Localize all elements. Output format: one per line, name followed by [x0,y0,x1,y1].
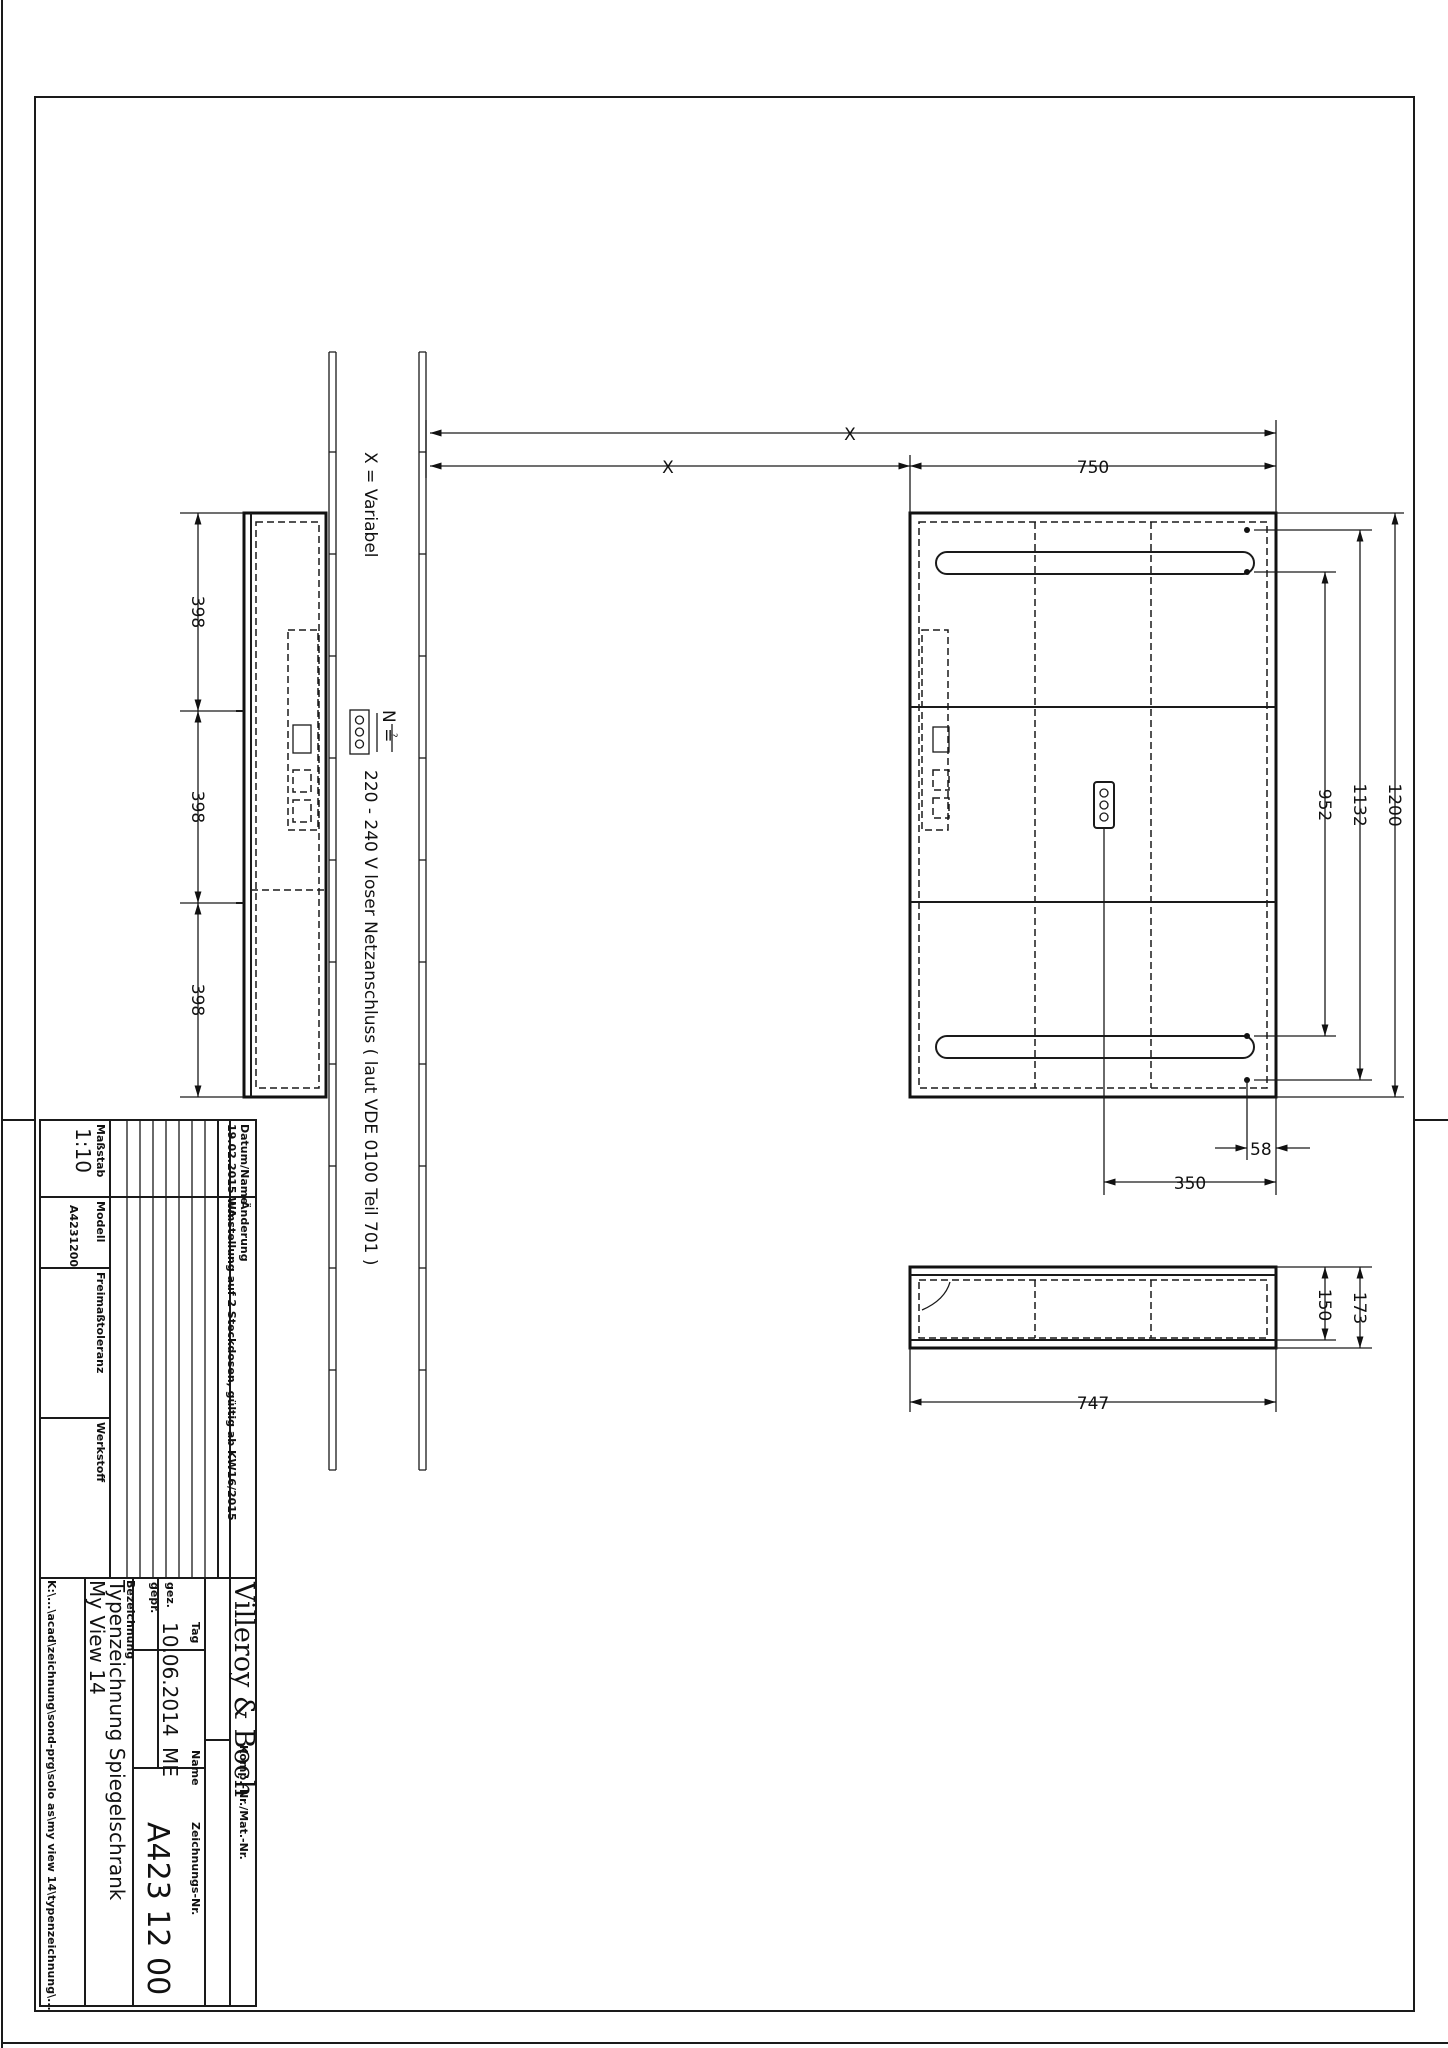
revision-date: 19.02.2015 WA [225,1124,238,1218]
top-view [908,1265,1372,1412]
dim-350: 350 [1174,1174,1206,1194]
dim-1132: 1132 [1349,783,1369,826]
front-view [425,420,1404,1195]
dim-398-a: 398 [187,596,207,628]
revision-block: Datum/Name Änderung 19.02.2015 WA Umstel… [39,1119,257,1579]
komp-label: Komp.-Nr./Mat.-Nr. [237,1745,250,1860]
variable-note: X = Variabel [360,452,380,558]
drawing-title-line1: Typenzeichnung Spiegelschrank [105,1579,129,1901]
power-note: 220 - 240 V loser Netzanschluss ( laut V… [360,770,380,1266]
dim-750: 750 [1077,458,1109,478]
drawer-name: ME [158,1747,182,1777]
dim-173: 173 [1349,1292,1369,1324]
dim-1200: 1200 [1384,783,1404,826]
power-symbol-label: N ≟ [378,710,398,742]
bezeichnung-label: Bezeichnung [124,1580,137,1659]
massstab-label: Maßstab [94,1124,107,1178]
dim-x-outer: X [844,425,856,445]
mounting-points [1244,527,1250,1083]
revision-header-date: Datum/Name [238,1124,251,1205]
tag-label: Tag [189,1622,202,1643]
company-name: Villeroy & Boch [228,1581,259,1797]
gez-label: gez. [164,1582,177,1608]
wall-section [328,351,427,1471]
name-label: Name [189,1750,202,1786]
dim-398-c: 398 [187,984,207,1016]
drawing-title-line2: My View 14 [85,1580,109,1695]
freimass-label: Freimaßtoleranz [94,1272,107,1373]
dim-398-b: 398 [187,791,207,823]
drawing-date: 10.06.2014 [158,1622,182,1737]
file-path: K:\...\acad\zeichnung\sond-prg\solo as\m… [45,1580,58,2011]
side-view [180,511,328,1099]
power-symbol-icon [349,709,393,755]
revision-header-change: Änderung [238,1201,252,1262]
dim-58: 58 [1250,1140,1272,1160]
revision-text: Umstellung auf 2 Steckdosen, gültig ab K… [225,1201,238,1521]
massstab-value: 1:10 [71,1128,95,1173]
modell-value: A4231200 [67,1205,80,1267]
drawing-number: A423 12 00 [140,1822,175,1995]
modell-label: Modell [94,1201,107,1242]
dim-x-inner: X [662,458,674,478]
gepr-label: gepr. [148,1582,161,1613]
dim-952: 952 [1314,789,1334,821]
werkstoff-label: Werkstoff [94,1422,107,1482]
socket-icon [1093,781,1115,829]
title-block: Villeroy & Boch Komp.-Nr./Mat.-Nr. Tag N… [39,1577,259,2011]
zeichnungs-label: Zeichnungs-Nr. [189,1822,202,1915]
dim-150: 150 [1314,1289,1334,1321]
dim-747: 747 [1077,1394,1109,1414]
